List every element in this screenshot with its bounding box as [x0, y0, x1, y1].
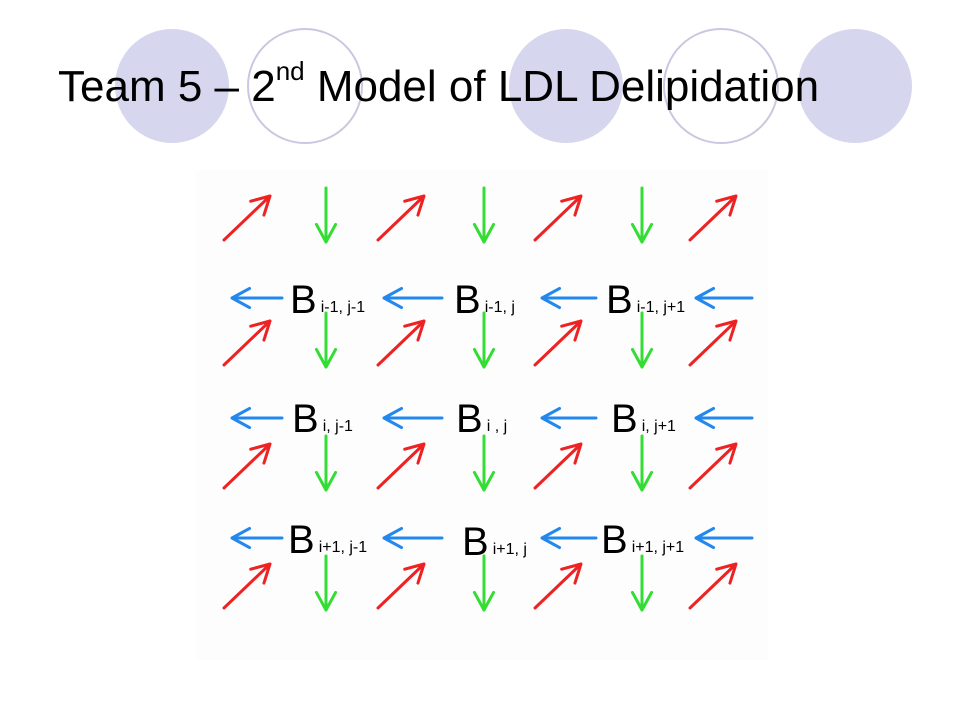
left-arrow — [540, 406, 598, 430]
decor-circle-outline-2 — [663, 28, 779, 144]
diagonal-arrow — [688, 194, 738, 242]
diagonal-arrow — [376, 442, 426, 490]
diagonal-arrow — [376, 319, 426, 367]
node-letter: B — [611, 397, 638, 441]
node-subscript: i+1, j — [492, 541, 527, 558]
down-arrow — [472, 434, 496, 492]
down-arrow — [472, 311, 496, 369]
down-arrow — [472, 186, 496, 244]
diagonal-arrow — [533, 194, 583, 242]
node-subscript: i+1, j+1 — [631, 539, 685, 556]
diagonal-arrow — [533, 319, 583, 367]
node-subscript: i-1, j+1 — [636, 299, 686, 316]
diagonal-arrow — [222, 562, 272, 610]
diagonal-arrow — [222, 319, 272, 367]
diagonal-arrow — [688, 319, 738, 367]
diagonal-arrow — [376, 562, 426, 610]
diagonal-arrow — [222, 194, 272, 242]
left-arrow — [230, 406, 284, 430]
down-arrow — [314, 311, 338, 369]
node-subscript: i, j-1 — [322, 418, 353, 435]
down-arrow — [630, 186, 654, 244]
down-arrow — [630, 554, 654, 612]
node-subscript: i+1, j-1 — [318, 539, 368, 556]
left-arrow — [382, 406, 444, 430]
decor-circle-filled-2 — [509, 29, 623, 143]
decor-circle-filled-1 — [115, 29, 229, 143]
down-arrow — [314, 434, 338, 492]
left-arrow — [230, 286, 284, 310]
left-arrow — [540, 526, 598, 550]
left-arrow — [694, 286, 754, 310]
down-arrow — [314, 554, 338, 612]
diagonal-arrow — [533, 562, 583, 610]
left-arrow — [694, 406, 754, 430]
left-arrow — [694, 526, 754, 550]
node-letter: B — [462, 520, 489, 564]
node-letter: B — [292, 397, 319, 441]
diagonal-arrow — [688, 442, 738, 490]
node-letter: B — [456, 397, 483, 441]
node-letter: B — [601, 518, 628, 562]
decor-circle-outline-1 — [247, 28, 363, 144]
left-arrow — [230, 526, 284, 550]
node-subscript: i-1, j — [484, 299, 515, 316]
arrow-layer — [222, 186, 754, 612]
diagonal-arrow — [533, 442, 583, 490]
node-subscript: i-1, j-1 — [320, 299, 366, 316]
diagonal-arrow — [688, 562, 738, 610]
left-arrow — [382, 286, 444, 310]
left-arrow — [540, 286, 598, 310]
node-subscript: i, j+1 — [641, 418, 676, 435]
left-arrow — [382, 526, 444, 550]
diagonal-arrow — [222, 442, 272, 490]
node-letter: B — [606, 278, 633, 322]
down-arrow — [314, 186, 338, 244]
node-letter: B — [290, 278, 317, 322]
node-letter: B — [288, 518, 315, 562]
down-arrow — [472, 554, 496, 612]
down-arrow — [630, 434, 654, 492]
diagonal-arrow — [376, 194, 426, 242]
node-subscript: i , j — [486, 418, 508, 435]
node-letter: B — [454, 278, 481, 322]
down-arrow — [630, 311, 654, 369]
slide-title: Team 5 – 2nd Model of LDL Delipidation — [58, 56, 820, 111]
decor-circle-filled-3 — [798, 29, 912, 143]
